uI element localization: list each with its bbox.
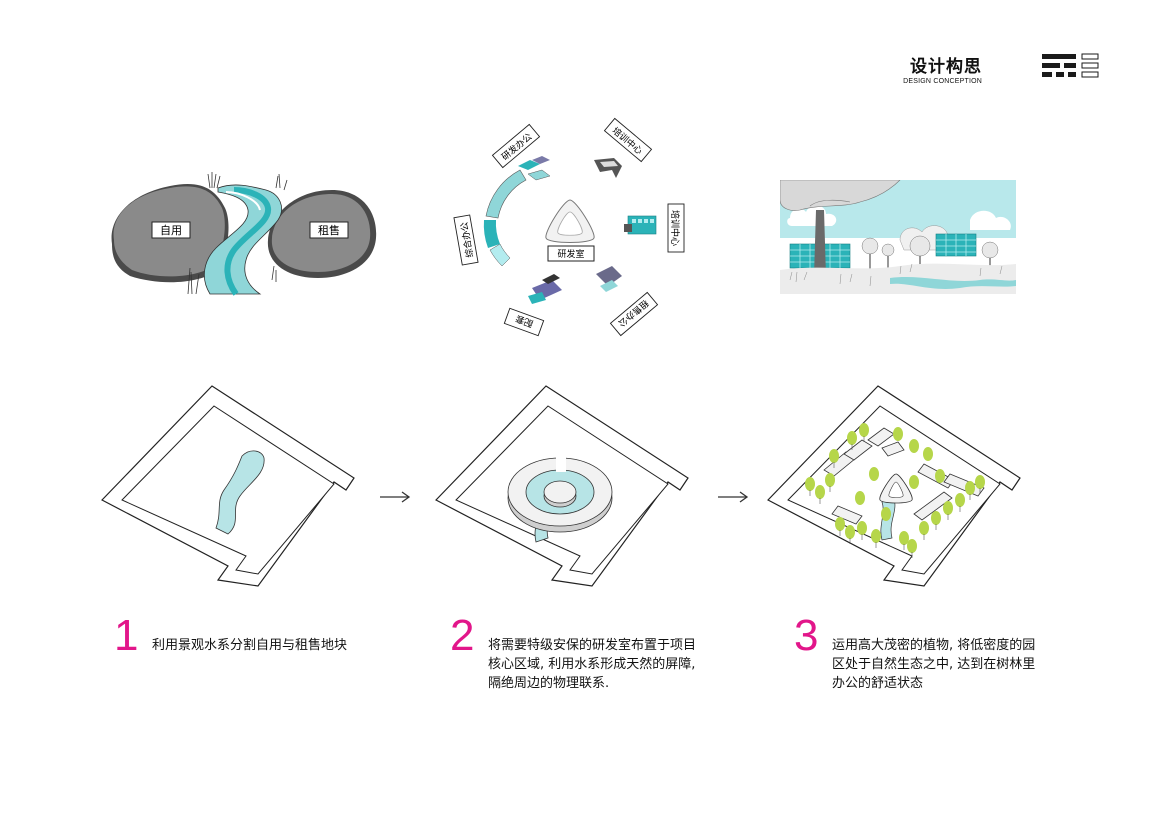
label-3: 租售办公: [609, 291, 659, 337]
cluster-left: [483, 169, 527, 267]
cluster-top-left: [518, 156, 551, 181]
cluster-right: [624, 215, 657, 235]
cluster-bottom-left: [528, 274, 562, 304]
label-2: 培训中心: [667, 203, 685, 253]
forest-office-scene: [779, 179, 1016, 294]
label-4: 配套: [503, 307, 545, 337]
cluster-top-right: [594, 158, 622, 178]
step-2-text: 将需要特级安保的研发室布置于项目核心区域, 利用水系形成天然的屏障, 隔绝周边的…: [488, 638, 697, 691]
site-plan-1: [98, 378, 368, 598]
arrow-right-icon: [380, 491, 411, 503]
page-subtitle: DESIGN CONCEPTION: [903, 78, 982, 85]
page-title: 设计构思: [910, 57, 982, 77]
step-3-text: 运用高大茂密的植物, 将低密度的园区处于自然生态之中, 达到在树林里办公的舒适状…: [832, 638, 1036, 691]
center-label: 研发室: [557, 248, 584, 260]
label-5: 综合办公: [453, 214, 479, 266]
arrow-right-icon: [718, 491, 749, 503]
menu-bars-icon: [1042, 53, 1099, 78]
rock-left-label: 自用: [160, 224, 182, 237]
site-plan-3: [764, 378, 1034, 598]
cluster-bottom-right: [596, 266, 622, 292]
step-1-text: 利用景观水系分割自用与租售地块: [152, 638, 348, 653]
rock-right-label: 租售: [318, 223, 340, 237]
label-2-text: 培训中心: [669, 210, 681, 246]
label-1: 培训中心: [603, 117, 653, 163]
step-3-number: 3: [794, 611, 819, 660]
site-plan-2: [432, 378, 702, 598]
step-2-number: 2: [450, 611, 475, 660]
header: 设计构思 DESIGN CONCEPTION: [903, 52, 1100, 92]
radial-function-diagram: 研发室: [448, 116, 688, 346]
rocks-river-illustration: 自用 租售: [100, 168, 390, 298]
step-1-number: 1: [114, 611, 139, 660]
